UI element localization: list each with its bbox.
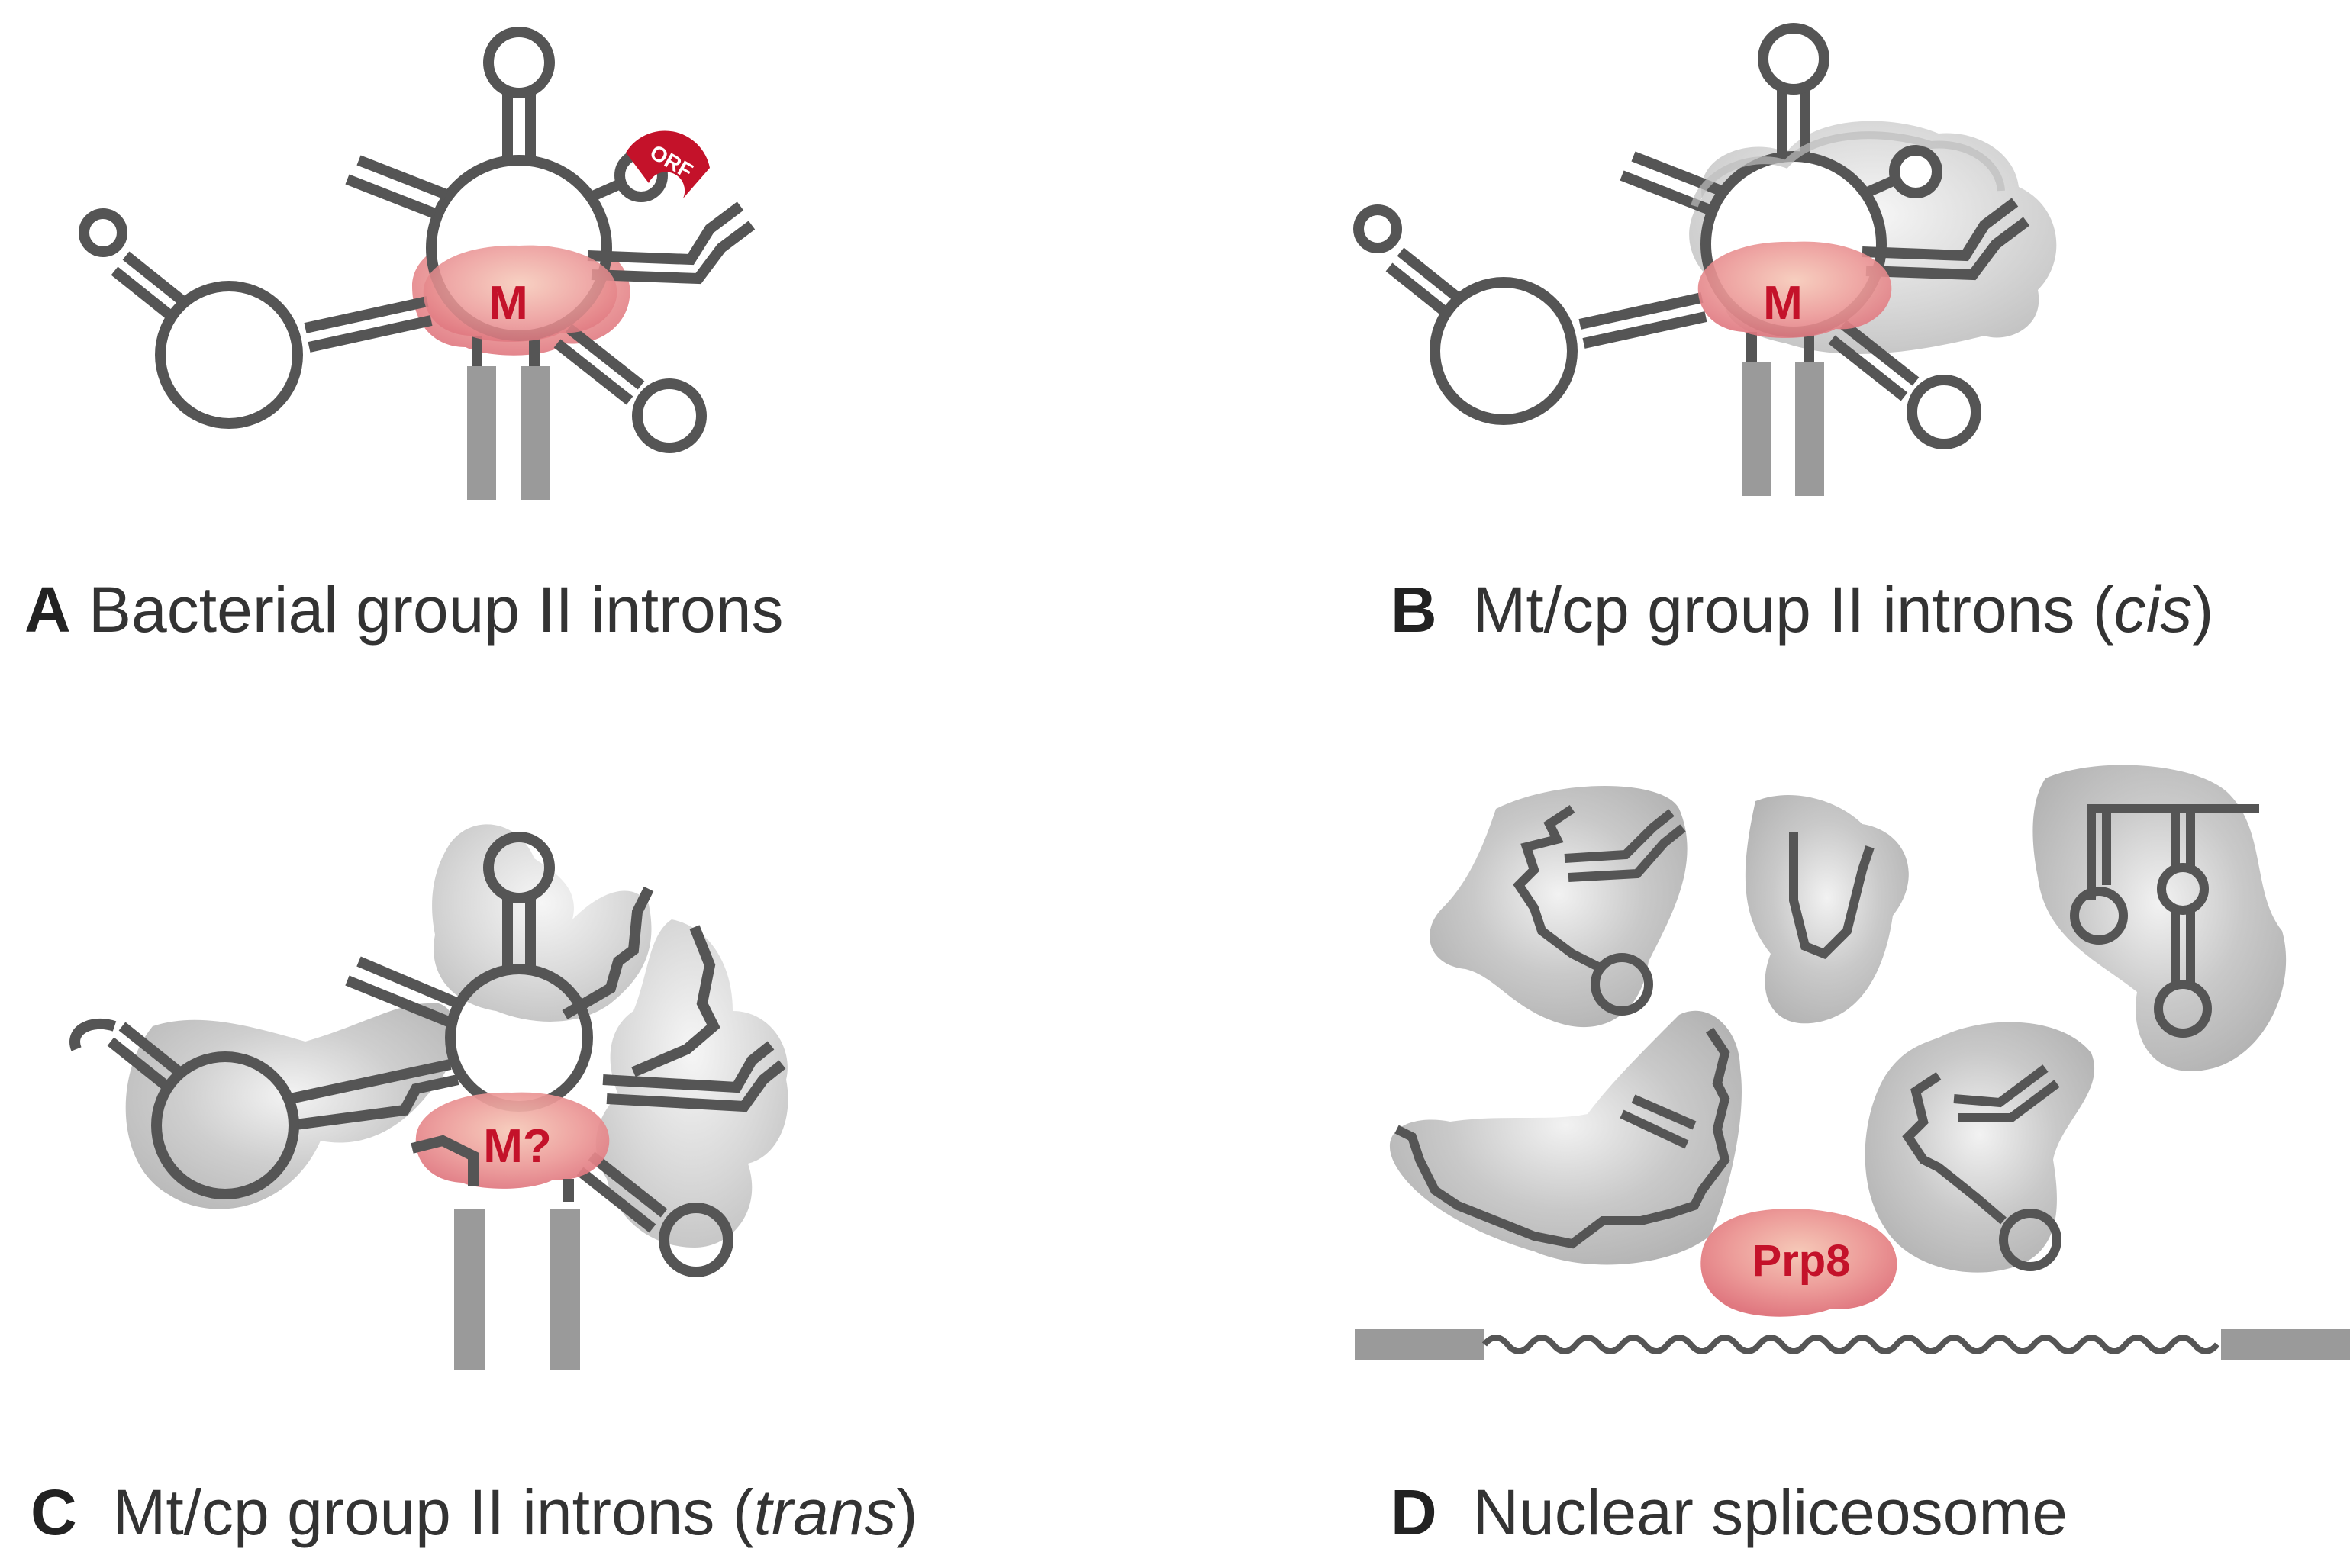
exon-left <box>467 366 496 500</box>
panel-a-diagram: ORF M <box>84 32 752 500</box>
panel-letter-c: C <box>31 1476 77 1548</box>
orf-wedge <box>626 130 710 198</box>
intron-rna-structure <box>84 32 752 448</box>
exon-right <box>521 366 550 500</box>
exon-right <box>550 1209 580 1370</box>
intron-wave <box>1481 1335 2220 1354</box>
caption-c-prefix: Mt/cp group II introns ( <box>112 1476 754 1548</box>
exon-left <box>1355 1329 1484 1360</box>
caption-c-italic: trans <box>753 1476 897 1548</box>
prp8-blob <box>1700 1209 1897 1317</box>
caption-a: A Bacterial group II introns <box>24 578 783 642</box>
maturase-label: M? <box>483 1120 552 1173</box>
caption-d: D Nuclear spliceosome <box>1391 1480 2068 1544</box>
exon-right <box>2221 1329 2350 1360</box>
caption-d-text: Nuclear spliceosome <box>1472 1476 2068 1548</box>
exon-left <box>454 1209 485 1370</box>
exon-right <box>1795 362 1824 496</box>
panel-c-diagram: M? <box>69 824 788 1370</box>
panel-letter-a: A <box>24 574 71 646</box>
snrnp-cloud-1 <box>1430 786 1688 1028</box>
exon-left <box>1742 362 1771 496</box>
maturase-blob <box>415 1092 610 1189</box>
caption-a-text: Bacterial group II introns <box>89 574 784 646</box>
caption-c: C Mt/cp group II introns (trans) <box>31 1480 917 1544</box>
caption-b-italic: cis <box>2113 574 2193 646</box>
panel-letter-d: D <box>1391 1476 1437 1548</box>
caption-b-suffix: ) <box>2192 574 2214 646</box>
maturase-label: M <box>488 277 528 330</box>
prp8-label: Prp8 <box>1752 1236 1851 1286</box>
maturase-label: M <box>1763 277 1803 330</box>
caption-b-prefix: Mt/cp group II introns ( <box>1472 574 2114 646</box>
panel-d-diagram: Prp8 <box>1355 765 2350 1360</box>
panel-letter-b: B <box>1391 574 1437 646</box>
snrnp-cloud-4 <box>1389 1010 1742 1265</box>
caption-b: B Mt/cp group II introns (cis) <box>1391 578 2213 642</box>
snrnp-cloud-2 <box>1745 794 1909 1024</box>
caption-c-suffix: ) <box>896 1476 918 1548</box>
snrnp-cloud-3 <box>2032 765 2287 1071</box>
maturase-blob <box>1697 241 1892 338</box>
panel-b-diagram: M <box>1359 28 2057 496</box>
